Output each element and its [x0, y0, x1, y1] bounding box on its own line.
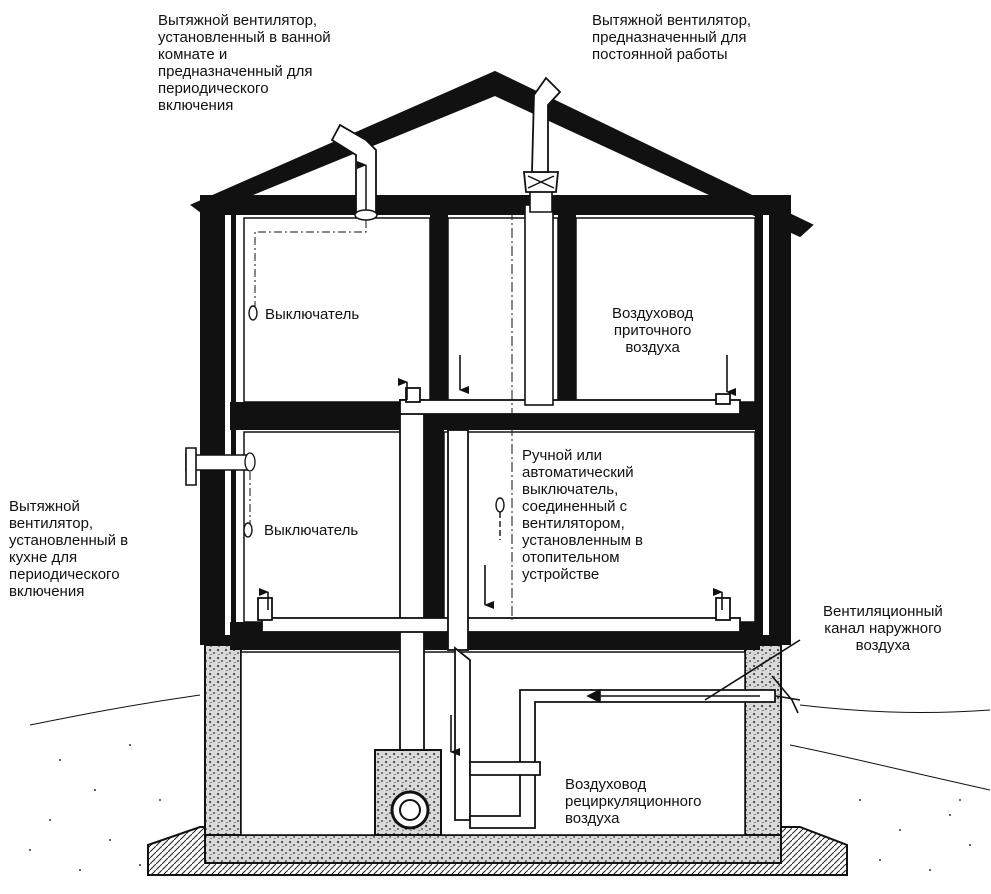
airflow-arrows — [259, 355, 801, 756]
label-switch-lower: Выключатель — [264, 522, 359, 539]
label-switch-upper: Выключатель — [265, 306, 360, 323]
label-bathroom-fan: Вытяжной вентилятор,установленный в ванн… — [158, 12, 331, 114]
furnace — [374, 749, 442, 836]
foundation — [147, 644, 848, 876]
exhaust-stack — [511, 76, 562, 620]
bathroom-fan — [254, 123, 378, 310]
switch-symbols — [243, 305, 505, 540]
kitchen-fan — [185, 447, 256, 525]
ground — [29, 694, 991, 871]
duct-network — [257, 387, 776, 829]
walls — [200, 195, 791, 650]
